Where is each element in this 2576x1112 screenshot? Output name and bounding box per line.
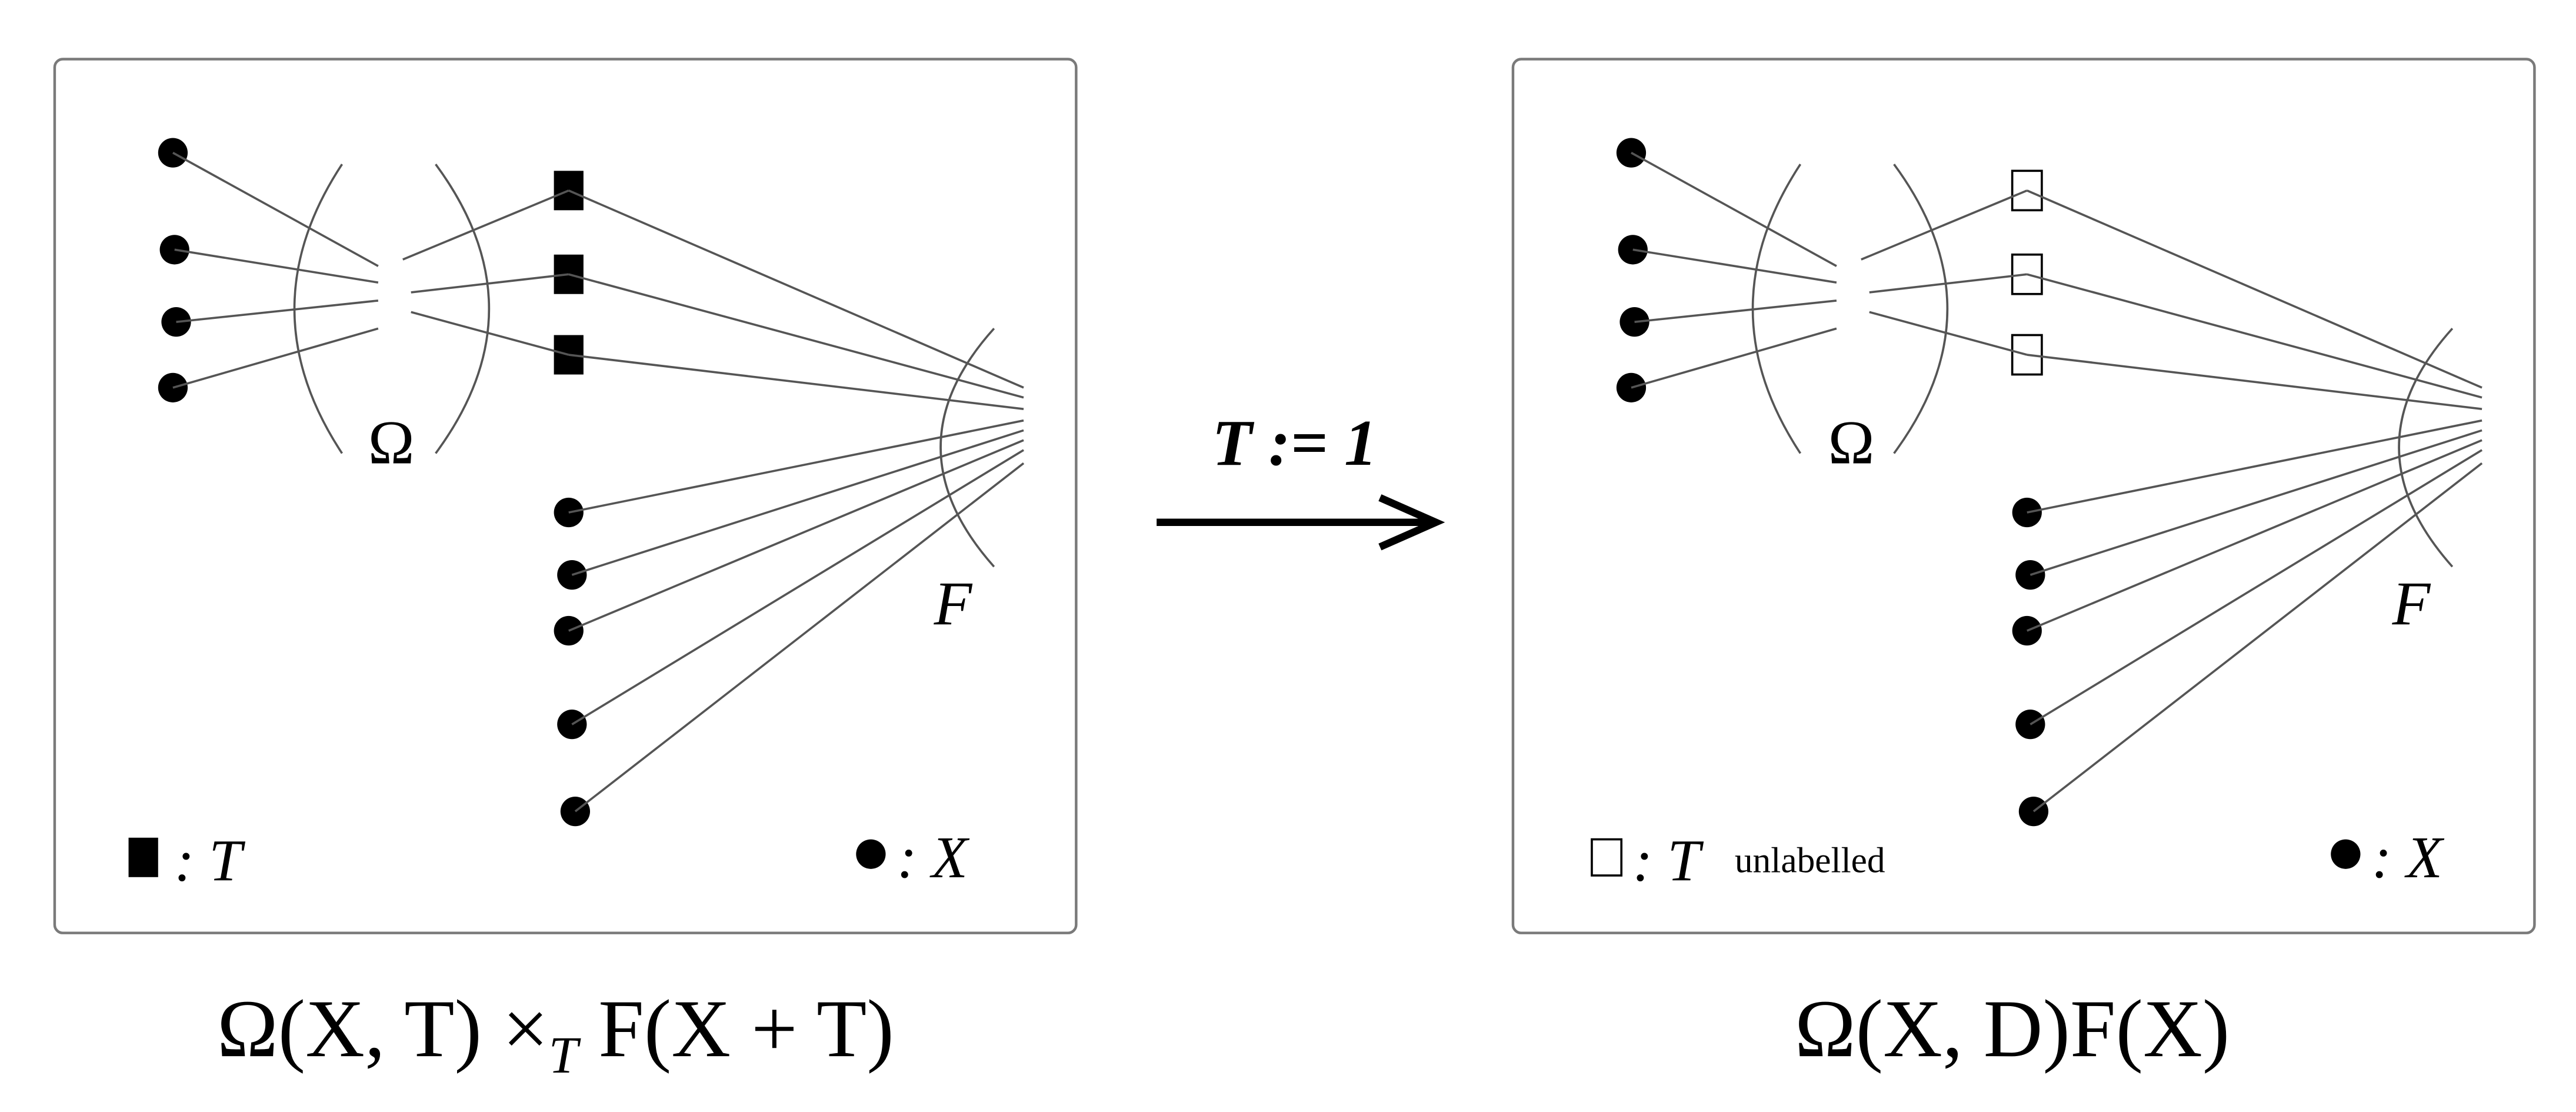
edge-line	[568, 273, 1024, 399]
edge-line	[2030, 429, 2482, 576]
edge-line	[1861, 189, 2028, 261]
edge-line	[172, 152, 379, 267]
legend-x-label: : X	[897, 824, 970, 890]
edge-line	[568, 419, 1024, 514]
edge-line	[568, 439, 1024, 632]
x-dot	[159, 235, 189, 265]
edge-line	[176, 299, 379, 323]
f-label: F	[2392, 568, 2431, 638]
edge-line	[568, 354, 1024, 410]
edge-line	[1869, 311, 2028, 356]
edge-line	[574, 462, 1025, 813]
legend-x-dot	[2331, 839, 2361, 869]
caption-sub: T	[549, 1026, 581, 1084]
left-caption: Ω(X, T) ×T F(X + T)	[217, 984, 894, 1084]
left-panel: Ω F : T : X	[53, 58, 1078, 934]
caption-rest: F(X + T)	[578, 984, 894, 1074]
edge-line	[1631, 327, 1837, 389]
f-arc	[2398, 328, 2454, 568]
edge-line	[1869, 273, 2027, 294]
transform-arrow: T := 1	[1157, 407, 1445, 551]
omega-right-arc	[435, 164, 491, 454]
legend-x-dot	[856, 839, 886, 869]
right-caption: Ω(X, D)F(X)	[1795, 984, 2230, 1074]
edge-line	[2027, 354, 2482, 410]
legend-t-label: : T	[175, 827, 246, 893]
edge-line	[2032, 462, 2483, 813]
edge-line	[2027, 189, 2482, 389]
edge-line	[411, 273, 569, 294]
edge-line	[1631, 152, 1837, 267]
omega-label: Ω	[1828, 407, 1875, 477]
edge-line	[2030, 449, 2483, 725]
legend-t-label: : T	[1633, 827, 1704, 893]
arrow-label: T := 1	[1212, 407, 1377, 480]
right-panel-frame	[1511, 58, 2536, 934]
right-panel: Ω F : T unlabelled : X	[1511, 58, 2536, 934]
edge-line	[2027, 439, 2482, 632]
caption-main: Ω(X, T) ×	[217, 984, 549, 1074]
omega-label: Ω	[368, 407, 415, 477]
edge-line	[571, 449, 1024, 725]
edge-line	[1632, 248, 1837, 284]
edge-line	[1634, 299, 1837, 323]
x-dot	[554, 615, 584, 646]
edge-line	[411, 311, 569, 356]
edge-line	[2027, 419, 2482, 514]
legend-t-open-square	[1591, 838, 1623, 877]
f-label: F	[934, 568, 973, 638]
x-dot	[2012, 615, 2042, 646]
legend-t-square	[128, 837, 158, 877]
omega-right-arc	[1893, 164, 1949, 454]
legend-x-label: : X	[2372, 824, 2445, 890]
f-arc	[939, 328, 995, 568]
edge-line	[172, 327, 379, 389]
edge-line	[174, 248, 379, 284]
edge-line	[2027, 273, 2482, 399]
left-panel-frame	[53, 58, 1078, 934]
edge-line	[402, 189, 569, 261]
t-open-square	[2011, 169, 2043, 212]
t-square	[554, 171, 584, 211]
edge-line	[568, 189, 1024, 389]
arrow-head	[1378, 494, 1445, 551]
edge-line	[571, 429, 1024, 576]
legend-t-note: unlabelled	[1735, 840, 1885, 880]
